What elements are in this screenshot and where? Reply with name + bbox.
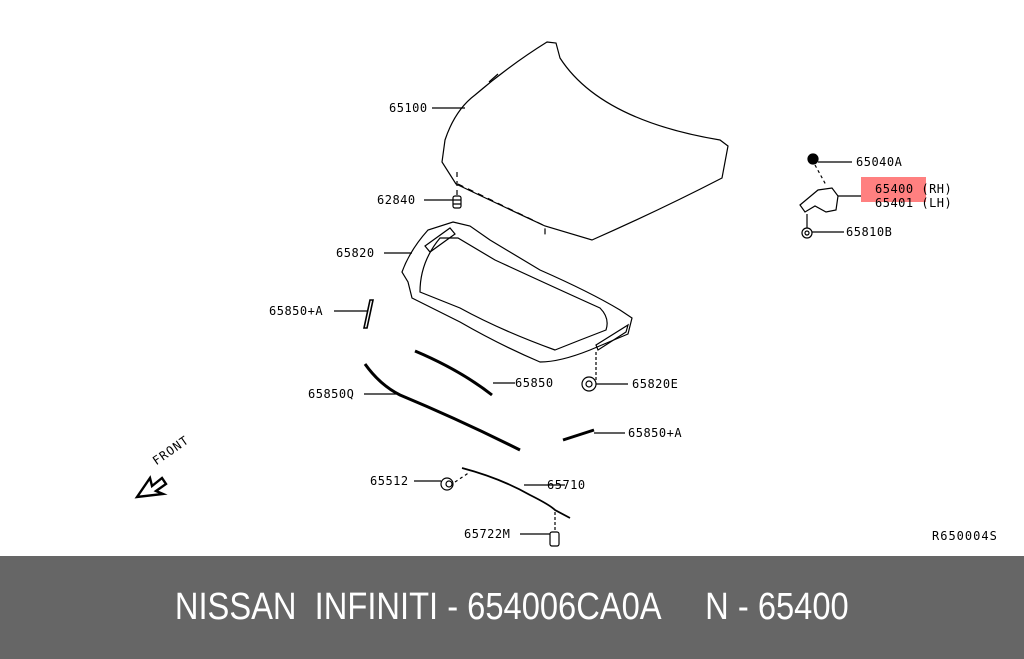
part-number-text: NISSAN INFINITI - 654006CA0A N - 65400 — [175, 586, 849, 628]
label-65722m[interactable]: 65722M — [464, 527, 511, 541]
label-65040a[interactable]: 65040A — [856, 155, 903, 169]
hood-assembly-drawing — [134, 41, 868, 547]
label-65512[interactable]: 65512 — [370, 474, 409, 488]
label-65850a-right[interactable]: 65850+A — [628, 426, 683, 440]
label-62840[interactable]: 62840 — [377, 193, 416, 207]
insulator-outline — [401, 221, 633, 363]
label-65850q[interactable]: 65850Q — [308, 387, 355, 401]
highlight-65400 — [861, 177, 926, 202]
label-65400-rh[interactable]: 65400 (RH) — [875, 182, 953, 196]
parts-diagram: 65100 62840 65820 65850+A 65850 65850Q 6… — [134, 41, 998, 547]
label-65710[interactable]: 65710 — [547, 478, 586, 492]
label-65820e[interactable]: 65820E — [632, 377, 679, 391]
label-65810b[interactable]: 65810B — [846, 225, 893, 239]
part-number-banner: NISSAN INFINITI - 654006CA0A N - 65400 — [0, 556, 1024, 659]
diagram-reference-code: R650004S — [932, 529, 998, 543]
label-65820[interactable]: 65820 — [336, 246, 375, 260]
hood-outline — [441, 41, 729, 241]
label-65850[interactable]: 65850 — [515, 376, 554, 390]
label-65401-lh[interactable]: 65401 (LH) — [875, 196, 953, 210]
label-65850a-left[interactable]: 65850+A — [269, 304, 324, 318]
label-65100[interactable]: 65100 — [389, 101, 428, 115]
